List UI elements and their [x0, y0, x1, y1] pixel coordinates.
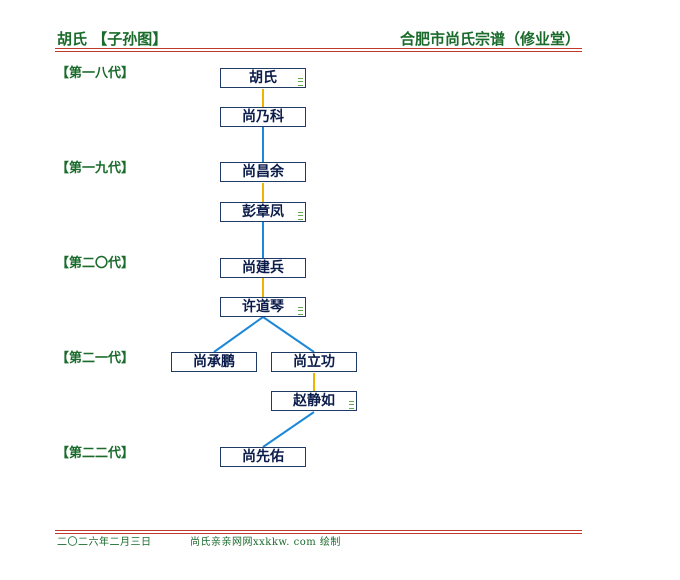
person-box-xu-daoqin[interactable]: 许道琴	[220, 297, 306, 317]
person-name: 尚先佑	[242, 449, 284, 465]
generation-label-21: 【第二一代】	[56, 351, 135, 366]
descent-link-20-21a	[213, 316, 264, 353]
person-name: 胡氏	[249, 70, 277, 86]
expand-marker-icon[interactable]	[298, 78, 303, 86]
generation-label-18: 【第一八代】	[56, 66, 135, 81]
person-name: 尚立功	[293, 354, 335, 370]
footer-rule-bottom	[55, 533, 582, 534]
person-box-shang-naike[interactable]: 尚乃科	[220, 107, 306, 127]
person-name: 赵静如	[293, 393, 335, 409]
person-box-zhao-jingru[interactable]: 赵静如	[271, 391, 357, 411]
expand-marker-icon[interactable]	[298, 307, 303, 315]
person-name: 尚建兵	[242, 260, 284, 276]
footer-date: 二〇二六年二月三日	[57, 537, 152, 548]
generation-label-19: 【第一九代】	[56, 161, 135, 176]
chart-title: 胡氏 【子孙图】	[57, 30, 168, 48]
generation-label-22: 【第二二代】	[56, 446, 135, 461]
header-rule-bottom	[55, 51, 582, 52]
person-box-peng-zhangfeng[interactable]: 彭章凤	[220, 202, 306, 222]
person-box-hu-shi[interactable]: 胡氏	[220, 68, 306, 88]
person-box-shang-xianyou[interactable]: 尚先佑	[220, 447, 306, 467]
expand-marker-icon[interactable]	[298, 212, 303, 220]
person-box-shang-chengpeng[interactable]: 尚承鹏	[171, 352, 257, 372]
person-name: 尚承鹏	[193, 354, 235, 370]
descent-link-20-21b	[262, 316, 315, 353]
person-name: 尚乃科	[242, 109, 284, 125]
person-box-shang-changyu[interactable]: 尚昌余	[220, 162, 306, 182]
person-box-shang-ligong[interactable]: 尚立功	[271, 352, 357, 372]
header-rule-top	[55, 48, 582, 49]
person-name: 彭章凤	[242, 204, 284, 220]
descent-link-21-22	[262, 411, 315, 448]
footer-credit: 尚氏亲亲网网xxkkw. com 绘制	[190, 537, 341, 548]
genealogy-title: 合肥市尚氏宗谱（修业堂）	[400, 30, 581, 48]
footer-rule-top	[55, 530, 582, 531]
person-box-shang-jianbing[interactable]: 尚建兵	[220, 258, 306, 278]
person-name: 许道琴	[242, 299, 284, 315]
generation-label-20: 【第二〇代】	[56, 256, 135, 271]
expand-marker-icon[interactable]	[349, 401, 354, 409]
person-name: 尚昌余	[242, 164, 284, 180]
